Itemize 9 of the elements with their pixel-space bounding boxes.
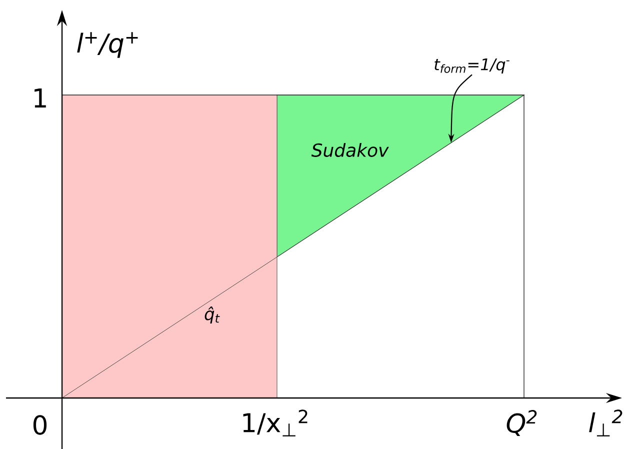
line-label: q̂$_{t}$ <box>204 306 220 324</box>
tick-label: 0 <box>33 415 47 435</box>
tick-label: 1/x$_{⊥}$2 <box>243 410 308 436</box>
axis-label: l$_{⊥}$2 <box>589 410 622 436</box>
tick-label: 1 <box>34 88 46 108</box>
annotation-text: t$_{form}$=1/q$^{-}$ <box>434 58 510 74</box>
diagonal-line <box>62 94 524 398</box>
axis-label: l$^{+}$/q$^{+}$ <box>77 32 138 58</box>
tick-label: Q$^{2}$ <box>506 410 537 436</box>
